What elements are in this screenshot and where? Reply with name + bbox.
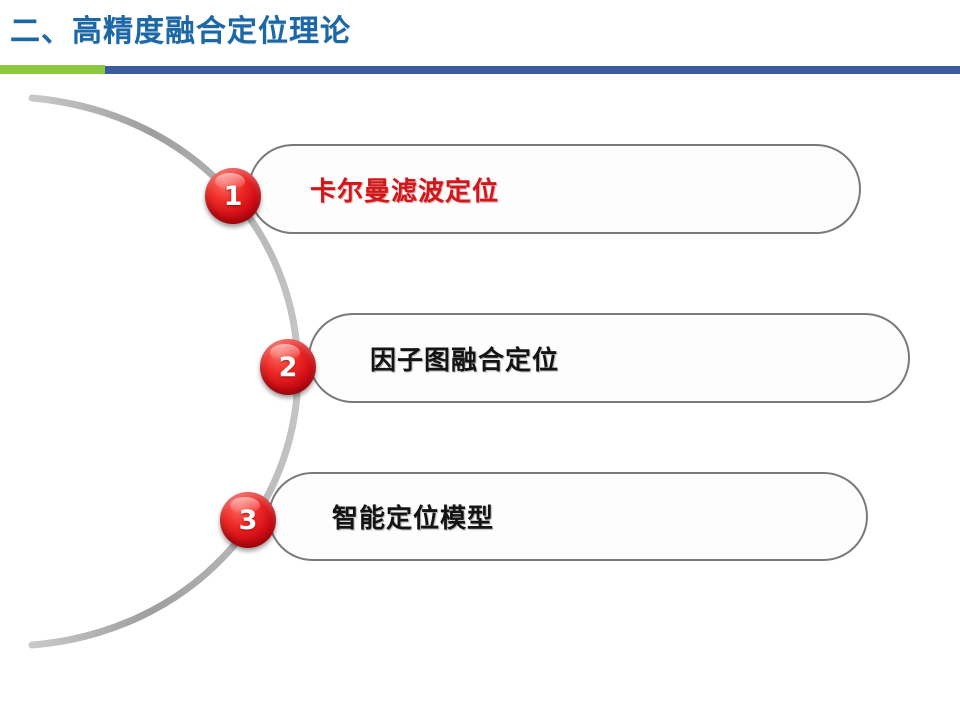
divider-blue-segment [105,66,960,74]
list-item-box-3[interactable]: 智能定位模型 [268,472,868,561]
list-item-badge-1[interactable]: 1 [205,168,261,224]
list-item-box-1[interactable]: 卡尔曼滤波定位 [248,144,861,234]
list-item-label-3: 智能定位模型 [332,504,495,534]
divider-green-segment [0,65,105,74]
list-item-badge-3[interactable]: 3 [220,492,276,548]
page-title: 二、高精度融合定位理论 [10,14,351,49]
header-divider [0,65,960,74]
slide-header: 二、高精度融合定位理论 [0,0,960,78]
list-item-box-2[interactable]: 因子图融合定位 [308,313,910,403]
badge-number-3: 3 [238,504,258,536]
badge-number-2: 2 [278,351,298,383]
badge-number-1: 1 [223,180,243,212]
list-item-badge-2[interactable]: 2 [260,339,316,395]
list-item-label-1: 卡尔曼滤波定位 [310,176,500,207]
list-item-label-2: 因子图融合定位 [370,345,560,376]
